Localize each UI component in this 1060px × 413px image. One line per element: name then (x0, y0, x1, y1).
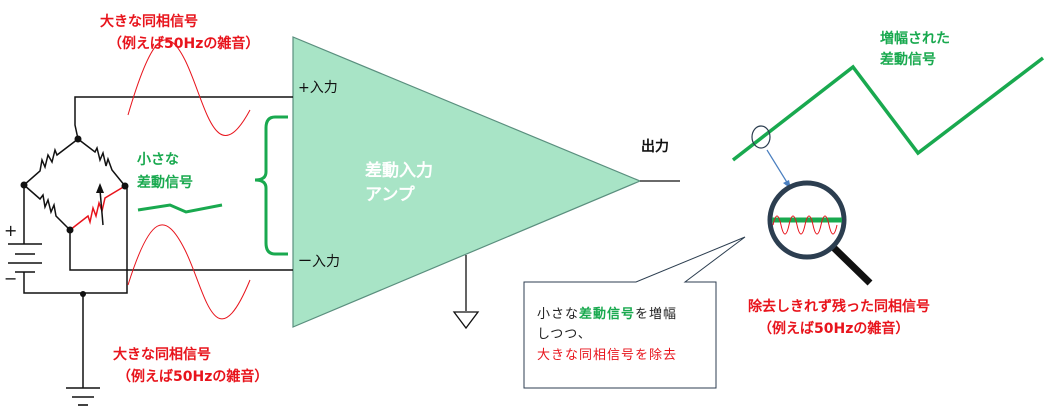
variable-arrow-icon (99, 189, 104, 226)
callout-box (523, 236, 746, 389)
output-label: 出力 (641, 138, 669, 155)
callout-line2: しつつ、 (537, 327, 592, 342)
noise-bottom-line1: 大きな同相信号 (113, 346, 211, 363)
bridge-nodes (20, 135, 129, 297)
bridge-circuit (23, 96, 293, 388)
arrow-head (96, 183, 104, 193)
small-diff-signal (137, 203, 223, 214)
amplified-line2: 差動信号 (880, 51, 936, 68)
small-diff-line2: 差動信号 (137, 174, 193, 191)
common-mode-wave-top (127, 39, 251, 136)
residual-line1: 除去しきれず残った同相信号 (748, 298, 930, 315)
plus-input-label: +入力 (298, 80, 338, 96)
amp-label-1: 差動入力 (365, 160, 433, 181)
amp-ground-icon (452, 311, 480, 330)
ground-icon (66, 387, 100, 406)
common-mode-wave-bottom (127, 224, 251, 320)
callout-line3: 大きな同相信号を除去 (537, 348, 677, 363)
magnified-noise (772, 215, 838, 235)
amplifier-triangle (292, 36, 642, 328)
noise-top-line2: （例えば50Hzの雑音） (108, 35, 259, 52)
noise-top-line1: 大きな同相信号 (100, 13, 198, 30)
input-brace (254, 115, 288, 256)
zoom-arrow (766, 149, 789, 185)
callout-line1: 小さな差動信号を増幅 (537, 306, 677, 322)
small-diff-line1: 小さな (137, 152, 179, 168)
minus-input-label: ー入力 (298, 254, 340, 270)
magnifier-handle (830, 244, 873, 286)
amplified-line1: 増幅された (880, 30, 950, 47)
battery-icon (8, 243, 42, 273)
battery-plus: + (4, 221, 17, 240)
amp-label-2: アンプ (365, 184, 416, 205)
zoom-spot (751, 125, 771, 149)
variable-resistor (69, 185, 126, 231)
battery-minus: − (4, 269, 17, 288)
amplified-signal (731, 56, 1045, 162)
residual-line2: （例えば50Hzの雑音） (758, 320, 909, 337)
noise-bottom-line2: （例えば50Hzの雑音） (117, 368, 268, 385)
